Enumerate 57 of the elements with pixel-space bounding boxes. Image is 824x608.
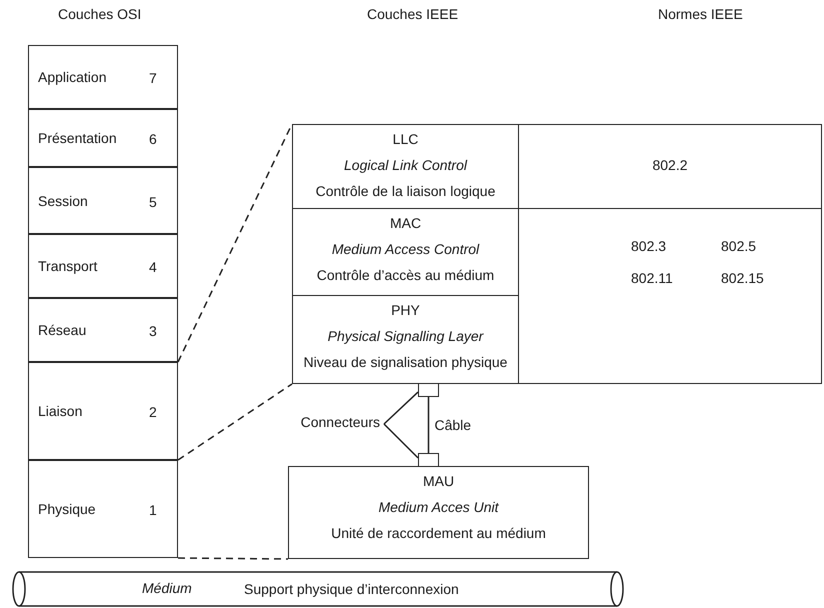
layer-number: 1 [149, 502, 157, 518]
medium-description: Support physique d’interconnexion [244, 581, 459, 597]
layer-description: Unité de raccordement au médium [330, 525, 547, 541]
ieee-layer-box [292, 295, 519, 384]
layer-description: Contrôle d’accès au médium [316, 267, 496, 283]
standard-number: 802.3 [631, 238, 666, 254]
layer-full-name: Logical Link Control [343, 157, 468, 173]
layer-name: Session [38, 192, 88, 208]
layer-description: Niveau de signalisation physique [302, 354, 508, 370]
layer-number: 2 [149, 404, 157, 420]
layer-abbreviation: MAU [422, 473, 456, 489]
medium-label: Médium [142, 580, 192, 596]
dashed-mapping-line [178, 383, 292, 461]
layer-full-name: Physical Signalling Layer [326, 328, 485, 344]
osi-layer-box [28, 167, 178, 234]
layer-name: Transport [38, 258, 98, 274]
column-heading: Couches IEEE [367, 6, 458, 22]
osi-layer-box [28, 45, 178, 109]
column-heading: Normes IEEE [658, 6, 743, 22]
layer-abbreviation: LLC [392, 131, 420, 147]
osi-layer-box [28, 362, 178, 460]
layer-full-name: Medium Access Control [330, 241, 480, 257]
standard-number: 802.11 [631, 270, 673, 286]
osi-layer-box [28, 109, 178, 167]
layer-name: Présentation [38, 130, 117, 146]
column-heading: Couches OSI [58, 6, 142, 22]
mau-box [288, 466, 589, 559]
leader-line [383, 423, 419, 458]
layer-number: 6 [149, 131, 157, 147]
layer-full-name: Medium Acces Unit [377, 499, 500, 515]
layer-abbreviation: MAC [388, 215, 422, 231]
standards-box [518, 124, 822, 209]
osi-layer-box [28, 460, 178, 558]
layer-name: Réseau [38, 322, 86, 338]
layer-number: 5 [149, 194, 157, 210]
connector-label: Connecteurs [300, 414, 380, 430]
cable-line [428, 397, 430, 453]
layer-name: Liaison [38, 403, 82, 419]
osi-layer-box [28, 234, 178, 298]
layer-number: 3 [149, 323, 157, 339]
layer-description: Contrôle de la liaison logique [314, 183, 496, 199]
connector-box [418, 453, 439, 467]
leader-line [383, 392, 419, 425]
layer-abbreviation: PHY [390, 302, 421, 318]
dashed-mapping-line [178, 557, 288, 560]
osi-layer-box [28, 298, 178, 362]
standard-number: 802.5 [721, 238, 756, 254]
layer-name: Application [38, 69, 106, 85]
ieee-layer-box [292, 124, 519, 209]
layer-number: 4 [149, 259, 157, 275]
connector-box [418, 383, 439, 397]
layer-number: 7 [149, 70, 157, 86]
standard-number: 802.2 [651, 157, 689, 173]
edge-label: Câble [434, 417, 472, 433]
standards-box [518, 208, 822, 384]
layer-name: Physique [38, 501, 96, 517]
standard-number: 802.15 [721, 270, 764, 286]
